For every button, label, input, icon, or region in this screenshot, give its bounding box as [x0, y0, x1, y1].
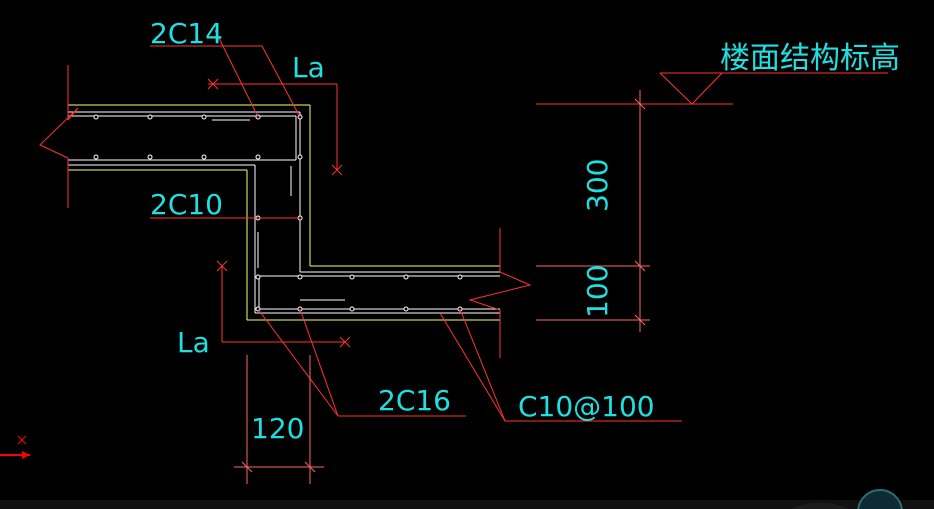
- dim-300-label: 300: [581, 159, 614, 212]
- dimension-lines: [234, 90, 650, 484]
- la-bottom-label: La: [177, 326, 210, 359]
- width-120-label: 120: [251, 412, 304, 445]
- stirrup-label: C10@100: [518, 390, 655, 423]
- ucs-icon: [0, 435, 30, 459]
- bottom-bar-label: 2C16: [378, 384, 451, 417]
- top-bar-label: 2C14: [150, 17, 223, 50]
- dim-100-label: 100: [581, 265, 614, 318]
- concrete-cover-line: [68, 104, 500, 321]
- mid-bar-label: 2C10: [150, 188, 223, 221]
- floor-level-label: 楼面结构标高: [720, 41, 900, 76]
- concrete-outline: [68, 111, 500, 314]
- la-top-label: La: [292, 51, 325, 84]
- break-lines: [39, 65, 532, 358]
- status-bar-fragment: [0, 489, 934, 509]
- leader-lines: [150, 29, 888, 422]
